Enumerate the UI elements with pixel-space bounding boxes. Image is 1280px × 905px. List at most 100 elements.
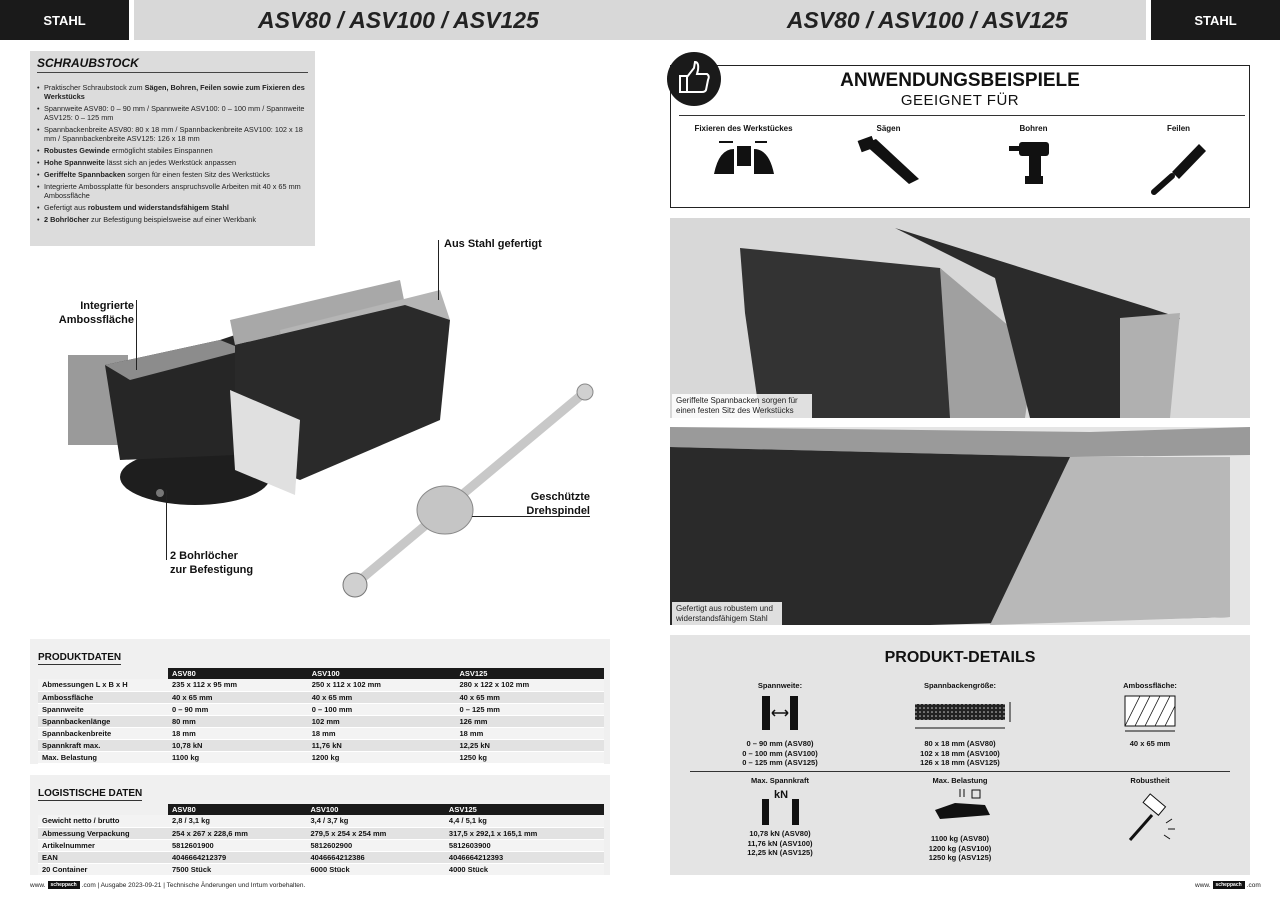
detail-spannweite: Spannweite: 0 – 90 mm (ASV80)0 – 100 mm … — [710, 681, 850, 768]
detail-belastung: Max. Belastung 1100 kg (ASV80)1200 kg (A… — [890, 776, 1030, 863]
app-saegen-label: Sägen — [876, 124, 901, 133]
footer-right-logo: scheppach — [1212, 881, 1245, 889]
callout-line-amboss — [136, 300, 137, 370]
detail-value: 12,25 kN (ASV125) — [747, 848, 813, 857]
thumbs-up-icon — [667, 52, 721, 106]
detail-value: 126 x 18 mm (ASV125) — [920, 758, 1000, 767]
right-title: ASV80 / ASV100 / ASV125 — [786, 6, 1068, 33]
table-cell: 4000 Stück — [444, 863, 604, 876]
feature-text: zur Befestigung beispielsweise auf einer… — [89, 215, 256, 224]
table-cell: 10,78 kN — [168, 739, 308, 752]
force-icon: kN — [710, 785, 850, 829]
title-bar: ASV80 / ASV100 / ASV125 ASV80 / ASV100 /… — [134, 0, 1146, 40]
force-jaw-left — [762, 799, 769, 825]
produktdaten-title: PRODUKTDATEN — [38, 652, 122, 665]
feature-text: sorgen für einen festen Sitz des Werkstü… — [125, 170, 270, 179]
detail-robust: Robustheit — [1080, 776, 1220, 850]
feature-bold: 2 Bohrlöcher — [44, 215, 90, 224]
anwendung-divider — [679, 115, 1245, 116]
spindle-collar — [416, 485, 474, 535]
table-cell: 279,5 x 254 x 254 mm — [306, 827, 445, 840]
anvil-area-icon — [1124, 695, 1176, 732]
feature-bold: robustem und widerstandsfähigem Stahl — [87, 203, 229, 212]
table-cell: 7500 Stück — [168, 863, 307, 876]
detail-value: 1250 kg (ASV125) — [928, 853, 992, 862]
feature-text: Gefertigt aus — [44, 203, 88, 212]
handle-knob-bottom — [342, 572, 368, 598]
left-tag: STAHL — [0, 0, 129, 40]
table-cell: Max. Belastung — [38, 751, 168, 764]
app-feilen: Feilen — [1124, 124, 1234, 204]
table-cell: 20 Container — [38, 863, 168, 876]
schraubstock-panel: SCHRAUBSTOCK Praktischer Schraubstock zu… — [30, 51, 315, 246]
detail-belastung-label: Max. Belastung — [932, 776, 988, 785]
table-cell: 18 mm — [168, 727, 308, 740]
footer-right-www: www. — [1195, 881, 1211, 889]
detail-value: 80 x 18 mm (ASV80) — [924, 739, 996, 748]
table-cell: 250 x 112 x 102 mm — [307, 679, 456, 692]
table-cell: Spannbackenlänge — [38, 715, 168, 728]
anwendung-items: Fixieren des Werkstückes Sägen Bohren Fe… — [671, 124, 1251, 204]
detail-backen: Spannbackengröße: 80 x 18 mm (ASV80)102 … — [890, 681, 1030, 768]
table-header-blank — [38, 668, 168, 679]
detail-amboss: Ambossfläche: 40 x 65 mm — [1080, 681, 1220, 749]
feature-item: Gefertigt aus robustem und widerstandsfä… — [37, 203, 308, 212]
app-bohren-label: Bohren — [1019, 124, 1048, 133]
table-cell: Spannkraft max. — [38, 739, 168, 752]
table-cell: 40 x 65 mm — [168, 691, 308, 704]
detail-spannkraft-values: 10,78 kN (ASV80)11,76 kN (ASV100)12,25 k… — [710, 829, 850, 858]
table-cell: 12,25 kN — [455, 739, 604, 752]
detail-spannweite-label: Spannweite: — [757, 681, 803, 690]
footer-left: www. scheppach .com | Ausgabe 2023-09-21… — [30, 881, 305, 889]
anwendung-title: ANWENDUNGSBEISPIELE — [840, 70, 1080, 91]
app-fixieren-label: Fixieren des Werkstückes — [694, 124, 793, 133]
feature-bold: Geriffelte Spannbacken — [44, 170, 126, 179]
app-fixieren: Fixieren des Werkstückes — [689, 124, 799, 204]
callout-bohr-line2: zur Befestigung — [170, 564, 254, 576]
table-cell: 5812602900 — [306, 839, 445, 852]
table-header-cell: ASV100 — [306, 804, 445, 815]
table-cell: 6000 Stück — [306, 863, 445, 876]
table-cell: 40 x 65 mm — [307, 691, 456, 704]
photo-jaws-caption: Geriffelte Spannbacken sorgen für einen … — [672, 394, 812, 418]
footer-left-www: www. — [30, 881, 46, 889]
detail-robust-label: Robustheit — [1130, 776, 1170, 785]
callout-spindel-line1: Geschützte — [530, 491, 590, 503]
table-cell: 280 x 122 x 102 mm — [455, 679, 604, 692]
saw-icon — [857, 135, 919, 184]
table-cell: Spannbackenbreite — [38, 727, 168, 740]
detail-value: 10,78 kN (ASV80) — [749, 829, 811, 838]
detail-amboss-values: 40 x 65 mm — [1080, 739, 1220, 749]
detail-spannkraft: Max. Spannkraft kN 10,78 kN (ASV80)11,76… — [710, 776, 850, 858]
callout-bohr-line1: 2 Bohrlöcher — [170, 550, 238, 562]
force-unit: kN — [773, 789, 789, 801]
detail-value: 0 – 100 mm (ASV100) — [742, 748, 818, 758]
feature-list: Praktischer Schraubstock zum Sägen, Bohr… — [37, 83, 308, 224]
table-cell: 0 – 125 mm — [455, 703, 604, 716]
details-divider — [690, 771, 1230, 772]
table-cell: 0 – 90 mm — [168, 703, 308, 716]
detail-value: 0 – 125 mm (ASV125) — [742, 758, 818, 767]
vise-slide — [230, 390, 300, 495]
table-header-blank — [38, 804, 168, 815]
detail-value: 11,76 kN (ASV100) — [747, 838, 813, 848]
jaw-top-left — [230, 280, 405, 345]
table-cell: 2,8 / 3,1 kg — [168, 815, 307, 828]
table-cell: EAN — [38, 851, 168, 864]
vise-illustration — [68, 280, 594, 598]
table-cell: 4046664212386 — [306, 851, 445, 864]
detail-belastung-values: 1100 kg (ASV80)1200 kg (ASV100)1250 kg (… — [890, 834, 1030, 863]
jaw-size-icon — [915, 702, 1011, 729]
table-cell: 4,4 / 5,1 kg — [444, 815, 604, 828]
